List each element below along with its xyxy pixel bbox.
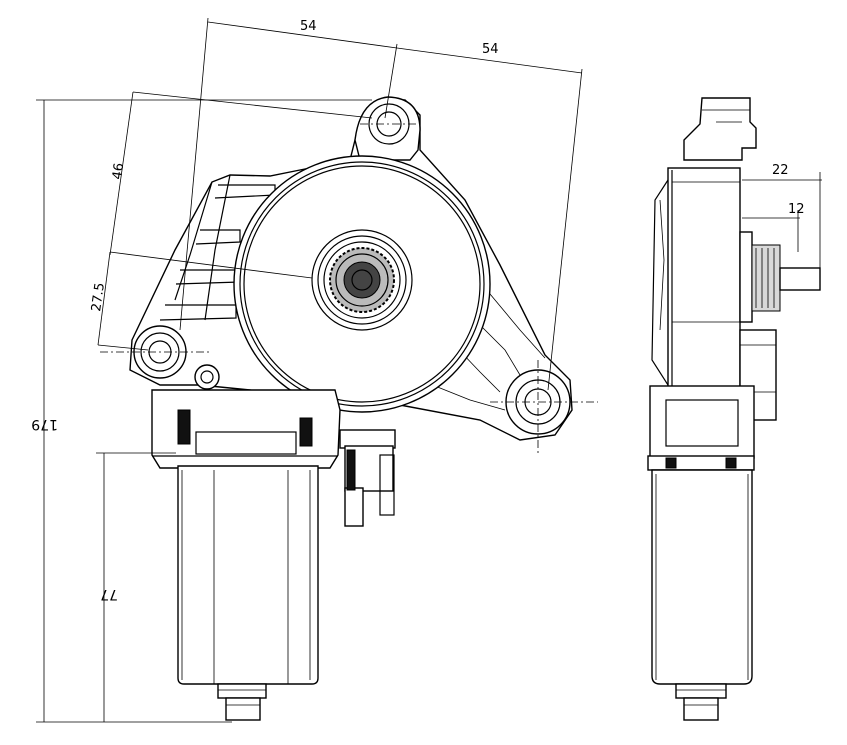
motor-can	[177, 465, 319, 685]
side-shaft-tip	[779, 267, 821, 291]
side-top-tab	[683, 97, 757, 161]
side-view	[647, 97, 821, 721]
motor-end-cap	[217, 683, 267, 699]
side-spline	[751, 244, 781, 312]
dim-top-left: 54	[300, 19, 317, 34]
housing-clip-right	[299, 417, 313, 447]
dim-side-shaft: 12	[788, 202, 805, 217]
front-view	[129, 96, 573, 721]
worm-housing-window	[195, 431, 297, 455]
housing-clip-left	[177, 409, 191, 445]
locating-pin	[194, 364, 220, 390]
side-motor-flange	[647, 455, 755, 471]
side-motor-can	[651, 469, 753, 685]
front-dimensions: 54 54 46 27.5 179 77	[31, 17, 598, 723]
side-dimensions: 22 12	[739, 163, 822, 290]
dim-left-upper: 46	[110, 162, 127, 180]
worm-housing	[151, 389, 341, 469]
dim-overall-height: 179	[31, 416, 58, 432]
motor-end-bearing	[225, 697, 261, 721]
top-mount-ear	[354, 96, 421, 161]
electrical-connector	[339, 429, 396, 527]
side-motor-end-bearing	[683, 697, 719, 721]
side-housing-lip	[651, 179, 669, 386]
gear-cover-face	[243, 165, 481, 403]
side-motor-end-cap	[675, 683, 727, 699]
left-mount-boss	[140, 332, 180, 372]
dim-motor-length: 77	[100, 586, 118, 602]
side-gear-housing	[667, 167, 741, 391]
gear-cover-rim	[239, 161, 485, 407]
output-spline	[311, 229, 413, 331]
dim-left-lower: 27.5	[89, 282, 108, 313]
dim-top-right: 54	[482, 42, 499, 57]
side-shaft-flange	[739, 231, 753, 323]
dim-side-width: 22	[772, 163, 789, 178]
bracket-ribs	[159, 174, 276, 321]
locating-pin-inner	[200, 370, 214, 384]
